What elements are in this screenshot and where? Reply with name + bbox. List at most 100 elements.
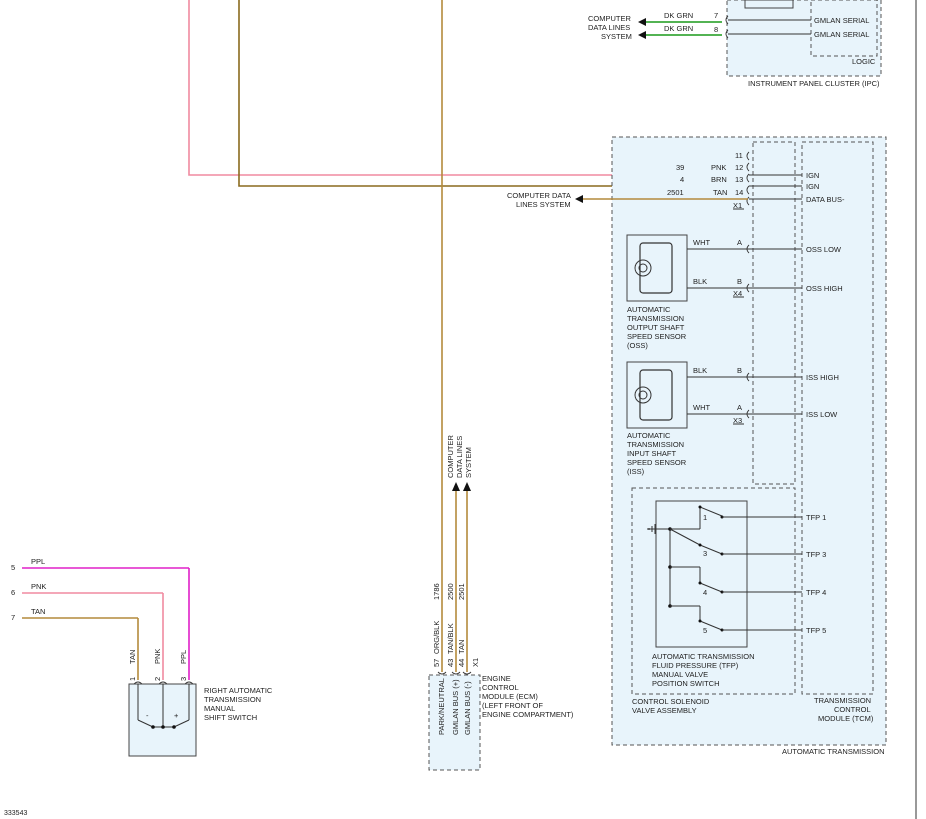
tfp-switch-label: TFP 4 [806, 588, 826, 597]
csva-title: VALVE ASSEMBLY [632, 706, 697, 715]
ecm-circuit: 2500 [446, 583, 455, 600]
tfp-switch-1: 1 TFP 1 [670, 505, 826, 530]
tfp-switch-3: 3 TFP 3 [669, 528, 826, 559]
shift-left-color: PNK [31, 582, 46, 591]
tcm-connector-label: X1 [733, 201, 742, 210]
ecm-data-lines: COMPUTER [446, 435, 455, 479]
iss-wire-color: WHT [693, 403, 710, 412]
tcm-connector-x1: 11 12 13 14 PNK BRN TAN 39 4 2501 X1 IGN… [667, 151, 845, 210]
tcm-pin-num: 13 [735, 175, 743, 184]
ipc-title: INSTRUMENT PANEL CLUSTER (IPC) [748, 79, 880, 88]
oss-title: SPEED SENSOR [627, 332, 687, 341]
shift-pin-num: 2 [153, 677, 162, 681]
tcm-wire-color: TAN [713, 188, 727, 197]
shift-pin-color: PNK [153, 649, 162, 664]
iss-sensor: BLK WHT B A X3 ISS HIGH ISS LOW AUTOMATI… [626, 361, 839, 476]
shift-pin-num: 3 [179, 677, 188, 681]
tcm-pin-label: IGN [806, 171, 819, 180]
ecm-wire-color: TAN/BLK [446, 623, 455, 654]
oss-title: OUTPUT SHAFT [627, 323, 685, 332]
tfp-switch-num: 1 [703, 513, 707, 522]
tcm-pin-num: 14 [735, 188, 743, 197]
ipc-data-lines: SYSTEM [601, 32, 632, 41]
tfp-title: MANUAL VALVE [652, 670, 708, 679]
shift-title: RIGHT AUTOMATIC [204, 686, 273, 695]
oss-title: (OSS) [627, 341, 648, 350]
ecm-pin-label: GMLAN BUS (-) [463, 681, 472, 735]
tcm-box [801, 141, 874, 695]
tfp-switch-5: 5 TFP 5 [670, 605, 826, 635]
figure-id: 333543 [4, 810, 27, 817]
ecm-data-lines: DATA LINES [455, 436, 464, 478]
oss-wire-color: BLK [693, 277, 707, 286]
tfp-switch-num: 4 [703, 588, 707, 597]
ecm-connector-label: X1 [471, 658, 480, 667]
oss-pin-num: B [737, 277, 742, 286]
tcm-title: CONTROL [834, 705, 871, 714]
iss-pin-label: ISS HIGH [806, 373, 839, 382]
ipc-pin-num: 7 [714, 11, 718, 20]
pnk-wire-39 [188, 0, 748, 176]
ecm-wire-color: TAN [457, 640, 466, 654]
tfp-title: FLUID PRESSURE (TFP) [652, 661, 739, 670]
tfp-switch-num: 5 [703, 626, 707, 635]
iss-pin-num: A [737, 403, 742, 412]
ipc-logic-label: LOGIC [852, 57, 876, 66]
auto-trans-label: AUTOMATIC TRANSMISSION [782, 747, 885, 756]
tcm-circuit: 2501 [667, 188, 684, 197]
ipc-data-lines: DATA LINES [588, 23, 630, 32]
ipc-pin-label: GMLAN SERIAL [814, 16, 869, 25]
ecm-pin-label: PARK/NEUTRAL [437, 678, 446, 735]
ipc-module: LOGIC INSTRUMENT PANEL CLUSTER (IPC) 7 8… [588, 0, 882, 88]
ecm-title: ENGINE [482, 674, 511, 683]
tfp-switch-num: 3 [703, 549, 707, 558]
ecm-pin-num: 44 [457, 659, 466, 667]
shift-left-num: 6 [11, 588, 15, 597]
tfp-title: AUTOMATIC TRANSMISSION [652, 652, 755, 661]
shift-pin-color: PPL [179, 650, 188, 664]
shift-symbol-minus: - [146, 711, 149, 720]
tcm-wire-color: BRN [711, 175, 727, 184]
shift-left-num: 5 [11, 563, 15, 572]
iss-connector-label: X3 [733, 416, 742, 425]
shift-title: SHIFT SWITCH [204, 713, 257, 722]
oss-title: AUTOMATIC [627, 305, 671, 314]
tcm-pin-num: 12 [735, 163, 743, 172]
oss-pin-num: A [737, 238, 742, 247]
ecm-data-lines: SYSTEM [464, 447, 473, 478]
shift-title: TRANSMISSION [204, 695, 261, 704]
tfp-switch-box [655, 500, 748, 648]
tcm-circuit: 39 [676, 163, 684, 172]
shift-symbol-plus: + [174, 711, 179, 720]
shift-left-color: TAN [31, 607, 45, 616]
iss-title: SPEED SENSOR [627, 458, 687, 467]
ecm-circuit: 1786 [432, 583, 441, 600]
tfp-switch-label: TFP 3 [806, 550, 826, 559]
ecm-pin-num: 43 [446, 659, 455, 667]
tcm-pin-num: 11 [735, 151, 743, 160]
shift-title: MANUAL [204, 704, 235, 713]
ecm-module: COMPUTER DATA LINES SYSTEM 1786 2500 250… [428, 435, 574, 771]
tcm-title: MODULE (TCM) [818, 714, 874, 723]
oss-wire-color: WHT [693, 238, 710, 247]
shift-pin-num: 1 [128, 677, 137, 681]
shift-left-color: PPL [31, 557, 45, 566]
ground-icon [647, 524, 670, 534]
shift-left-num: 7 [11, 613, 15, 622]
iss-title: INPUT SHAFT [627, 449, 676, 458]
tcm-title: TRANSMISSION [814, 696, 871, 705]
ecm-title: (LEFT FRONT OF [482, 701, 543, 710]
csva-title: CONTROL SOLENOID [632, 697, 710, 706]
tfp-title: POSITION SWITCH [652, 679, 720, 688]
tfp-switch-4: 4 TFP 4 [670, 566, 826, 597]
iss-title: TRANSMISSION [627, 440, 684, 449]
oss-sensor: WHT BLK A B X4 OSS LOW OSS HIGH AUTOMATI… [626, 234, 843, 350]
tcm-wire-color: PNK [711, 163, 726, 172]
tcm-data-lines: LINES SYSTEM [516, 200, 571, 209]
iss-wire-color: BLK [693, 366, 707, 375]
ecm-pin-num: 57 [432, 659, 441, 667]
tfp-switch-label: TFP 5 [806, 626, 826, 635]
ipc-wire-color: DK GRN [664, 11, 693, 20]
iss-pin-label: ISS LOW [806, 410, 838, 419]
